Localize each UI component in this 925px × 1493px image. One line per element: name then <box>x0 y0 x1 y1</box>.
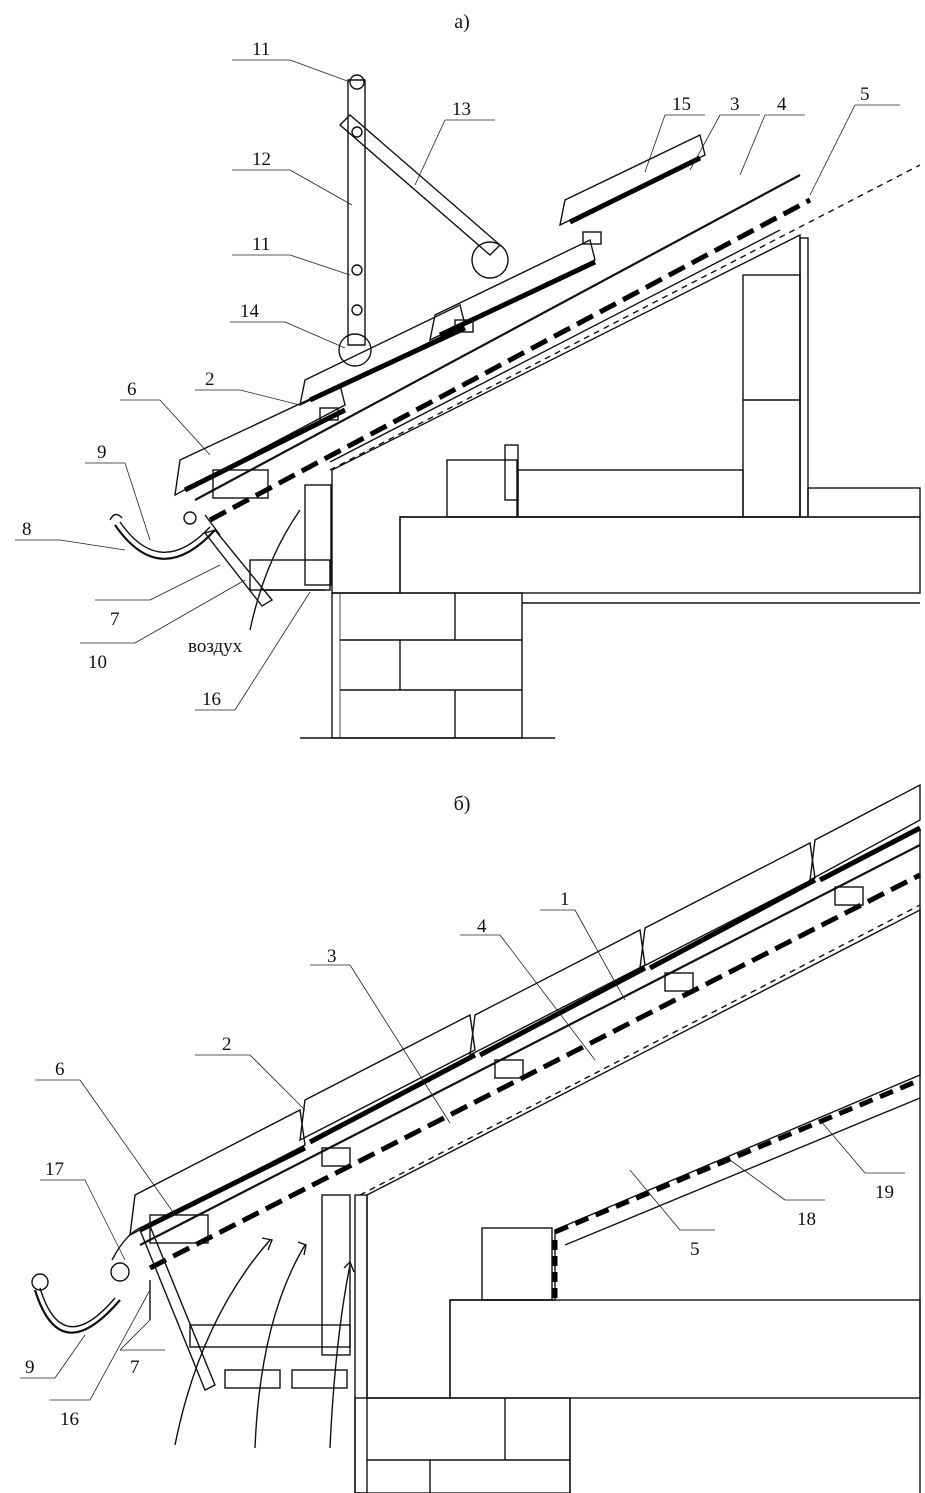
callout-label: 14 <box>240 301 260 322</box>
figure-b: б) <box>20 783 922 1493</box>
vapor-barrier-b <box>554 1077 921 1235</box>
callout-label: 5 <box>690 1239 700 1260</box>
insulation-a <box>331 233 801 594</box>
brick-wall-b <box>354 1194 571 1493</box>
callout-label: 19 <box>875 1182 894 1203</box>
air-label-a: воздух <box>188 636 243 657</box>
concrete-slab-b <box>449 1299 921 1399</box>
callout-label: 2 <box>205 369 215 390</box>
membrane-b <box>148 872 922 1271</box>
callout-label: 7 <box>130 1357 140 1378</box>
callout-label: 5 <box>860 84 870 105</box>
callout-label: 17 <box>45 1159 64 1180</box>
callout-label: 8 <box>22 519 32 540</box>
callout-label: 4 <box>477 916 487 937</box>
callout-label: 3 <box>327 946 337 967</box>
callout-label: 2 <box>222 1034 232 1055</box>
gutter-b <box>31 1227 141 1334</box>
wood-post-b <box>481 1227 553 1301</box>
airflow-arrows-b <box>174 1237 355 1449</box>
callout-label: 10 <box>88 652 107 673</box>
callouts-b <box>20 909 905 1401</box>
callout-label: 16 <box>202 689 221 710</box>
concrete-slab-a <box>399 516 921 594</box>
callout-labels-b: 1 4 3 2 6 17 9 16 7 18 5 19 <box>25 889 894 1430</box>
callout-label: 12 <box>252 149 271 170</box>
figure-a-caption: а) <box>454 11 470 33</box>
callout-label: 16 <box>60 1409 79 1430</box>
callout-label: 9 <box>25 1357 35 1378</box>
callout-label: 18 <box>797 1209 816 1230</box>
counter-batten-line-a <box>194 174 801 501</box>
tiles-b <box>129 783 922 1237</box>
callout-label: 4 <box>777 94 787 115</box>
knee-wall-a <box>742 274 801 518</box>
callout-label: 6 <box>127 379 137 400</box>
brick-wall-a <box>300 592 920 739</box>
floor-insulation-a <box>517 469 744 518</box>
tiles-a <box>174 133 706 497</box>
callout-labels-a: 11 12 11 13 14 15 3 4 5 2 6 9 8 7 10 16 <box>22 39 870 710</box>
callout-label: 3 <box>730 94 740 115</box>
callout-label: 11 <box>252 39 270 60</box>
callout-label: 7 <box>110 609 120 630</box>
wood-post-a <box>446 459 518 518</box>
figure-a: а) <box>15 11 921 739</box>
callout-label: 9 <box>97 442 107 463</box>
callout-label: 11 <box>252 234 270 255</box>
callout-label: 13 <box>452 99 471 120</box>
insulation-b <box>366 908 921 1399</box>
membrane-a <box>208 197 812 523</box>
callouts-a <box>15 59 900 711</box>
callout-label: 1 <box>560 889 570 910</box>
figure-b-caption: б) <box>454 793 471 815</box>
callout-label: 6 <box>55 1059 65 1080</box>
callout-label: 15 <box>672 94 691 115</box>
gutter-a <box>109 511 216 560</box>
